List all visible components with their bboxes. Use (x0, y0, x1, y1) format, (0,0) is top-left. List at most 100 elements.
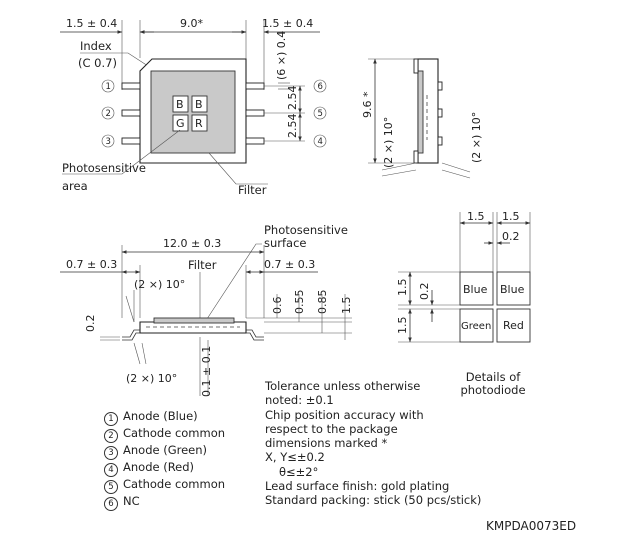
pin-marker-6: 6 (313, 79, 327, 93)
photosensitive-surface-label-2: surface (264, 236, 307, 250)
lead-4 (245, 137, 265, 145)
side-lead-2 (437, 108, 443, 118)
photosensitive-area-label-2: area (62, 179, 88, 193)
section-angle-bottom: (2 ×) 10° (126, 372, 177, 385)
details-row1-label: 1.5 (396, 279, 409, 297)
height-h3-label: 0.85 (316, 290, 329, 315)
height-h2-label: 0.55 (293, 290, 306, 315)
details-cell-green (459, 308, 494, 343)
section-angle-top: (2 ×) 10° (134, 278, 185, 291)
height-h4-label: 1.5 (340, 297, 353, 315)
cell-g (172, 114, 189, 132)
pitch-upper-label: 2.54 (286, 86, 299, 111)
photodiode-details: 1.5 1.5 0.2 1.5 1.5 0.2 Blue Blue Green … (396, 210, 531, 343)
svg-text:3: 3 (106, 137, 111, 147)
pin-marker-4: 4 (313, 134, 327, 148)
svg-text:6: 6 (318, 82, 323, 92)
details-cell-blue-1 (459, 271, 494, 306)
note-line: Lead surface finish: gold plating (265, 479, 450, 494)
cell-b2-label: B (195, 98, 203, 111)
pin-marker-5: 5 (313, 106, 327, 120)
side-filter (417, 70, 424, 154)
details-caption-line-2: photodiode (460, 383, 526, 397)
details-cell-blue-2 (496, 271, 531, 306)
details-row-gap-label: 0.2 (418, 283, 431, 301)
side-angle-right: (2 ×) 10° (470, 112, 483, 163)
index-chamfer-label: (C 0.7) (78, 56, 117, 70)
side-view: 9.6 * (2 ×) 10° (2 ×) 10° (361, 58, 483, 179)
details-col1-label: 1.5 (467, 210, 485, 223)
drawing-code: KMPDA0073ED (486, 519, 577, 533)
dim-left-lead-section-label: 0.7 ± 0.3 (66, 258, 117, 271)
section-view: Photosensitive surface 12.0 ± 0.3 0.7 ± … (60, 223, 353, 397)
side-lead-bottom (413, 150, 419, 164)
pin-marker-1: 1 (101, 79, 115, 93)
svg-text:5: 5 (318, 109, 323, 119)
cell-r-label: R (195, 117, 203, 130)
height-h1-label: 0.6 (271, 297, 284, 315)
lead-5 (245, 109, 265, 117)
pitch-lower-label: 2.54 (286, 114, 299, 139)
side-lead-top (413, 58, 419, 74)
dim-right-lead-label: 1.5 ± 0.4 (262, 17, 313, 30)
details-cell-red-label: Red (503, 319, 524, 332)
details-col2-label: 1.5 (502, 210, 520, 223)
section-lead-right (246, 329, 264, 338)
note-line: Chip position accuracy with (265, 407, 424, 422)
details-cell-blue-1-label: Blue (463, 283, 488, 296)
cell-r (191, 114, 208, 132)
side-lead-1 (437, 81, 443, 91)
note-line: X, Y≤±0.2 (265, 450, 325, 465)
cell-b2 (191, 95, 208, 113)
note-line: dimensions marked * (265, 436, 388, 451)
svg-text:4: 4 (318, 137, 323, 147)
svg-text:2: 2 (106, 109, 111, 119)
details-caption-line-1: Details of (465, 370, 521, 384)
section-body (139, 321, 247, 334)
note-line: θ≤±2° (279, 464, 319, 479)
standoff-label: 0.1 ± 0.1 (200, 346, 213, 397)
lead-3 (121, 137, 141, 145)
dim-height-label: 9.6 * (361, 91, 374, 118)
side-lead-3 (437, 136, 443, 146)
details-cell-blue-2-label: Blue (500, 283, 525, 296)
section-filter (153, 317, 235, 324)
details-cell-green-label: Green (461, 321, 491, 332)
details-caption: Details of photodiode (448, 371, 538, 397)
lead-2 (121, 109, 141, 117)
details-gap-label: 0.2 (502, 230, 520, 243)
top-view: 1.5 ± 0.4 9.0* 1.5 ± 0.4 Index (C 0.7) B… (60, 17, 327, 197)
svg-text:1: 1 (106, 82, 111, 92)
dim-body-width-label: 9.0* (180, 17, 203, 30)
lead-thickness-label: 0.2 (84, 315, 97, 333)
details-cell-red (496, 308, 531, 343)
details-row2-label: 1.5 (396, 317, 409, 335)
lead-6 (245, 82, 265, 90)
photosensitive-surface-label-1: Photosensitive (264, 223, 348, 237)
cell-b1-label: B (176, 98, 184, 111)
section-lead-left (122, 329, 140, 338)
cell-g-label: G (176, 117, 185, 130)
pin-marker-3: 3 (101, 134, 115, 148)
filter-label-section: Filter (188, 258, 217, 272)
lead-1 (121, 82, 141, 90)
dim-length-label: 12.0 ± 0.3 (163, 237, 221, 250)
note-line: Standard packing: stick (50 pcs/stick) (265, 493, 482, 508)
note-line: respect to the package (265, 421, 398, 436)
note-line: Tolerance unless otherwise (265, 379, 421, 393)
index-label: Index (80, 39, 112, 53)
filter-label-top: Filter (238, 183, 267, 197)
cell-b1 (172, 95, 189, 113)
note-line: noted: ±0.1 (265, 393, 334, 408)
photosensitive-area-label-1: Photosensitive (62, 161, 146, 175)
pin-marker-2: 2 (101, 106, 115, 120)
dim-right-lead-section-label: 0.7 ± 0.3 (264, 258, 315, 271)
